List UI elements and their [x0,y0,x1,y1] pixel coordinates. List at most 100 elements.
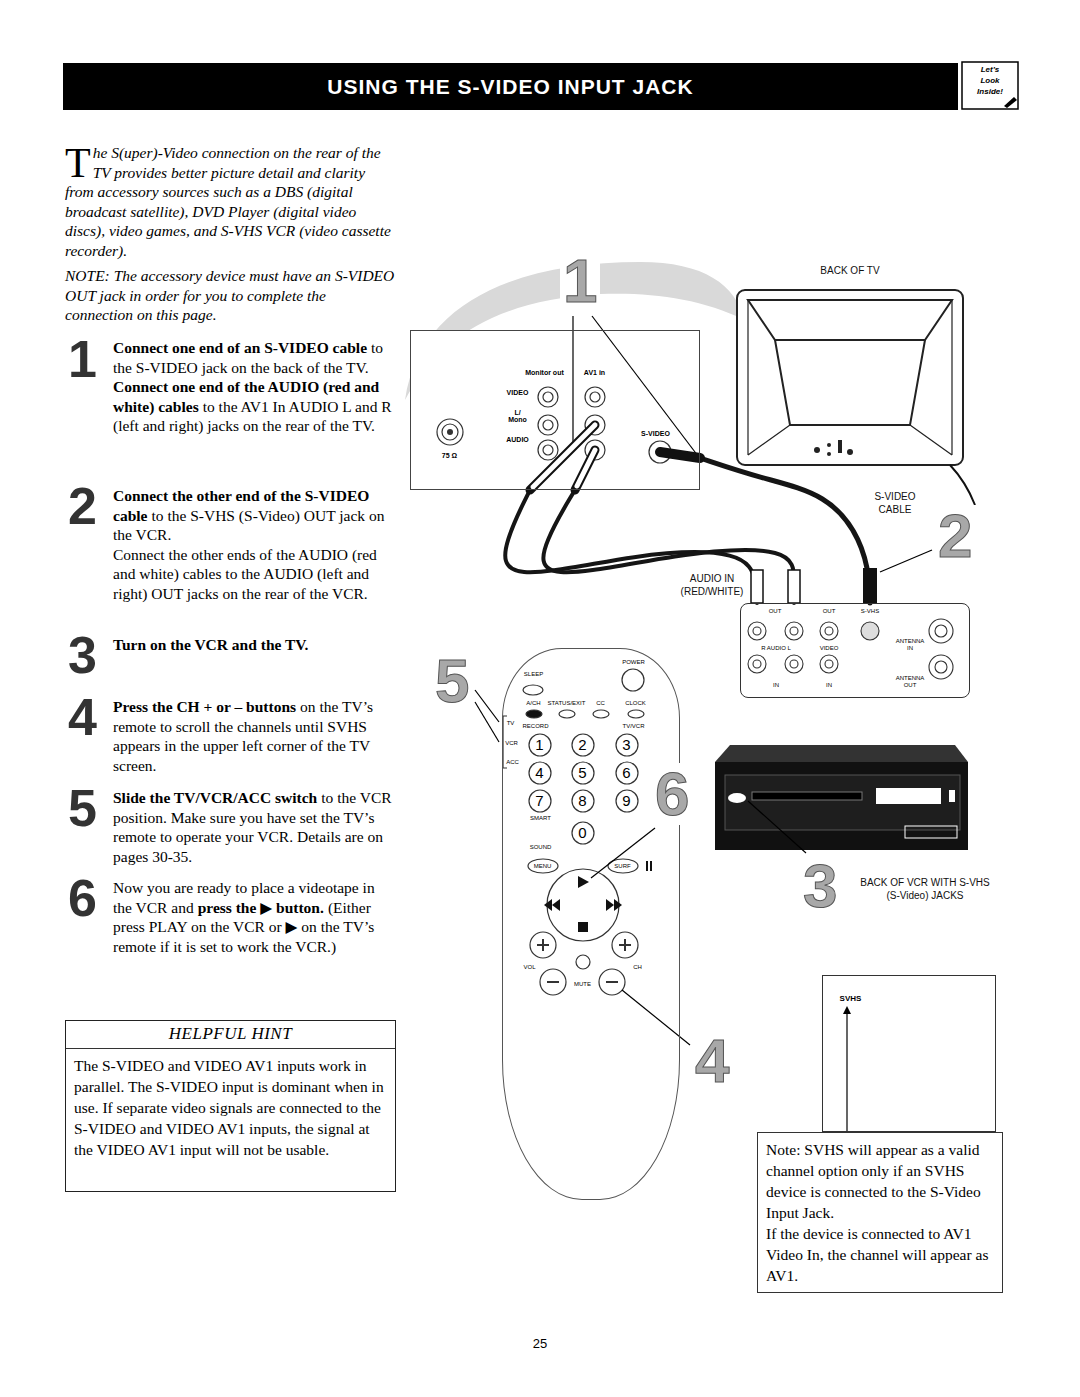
antenna-jack [935,625,947,637]
node-text: AV1 in [584,369,605,377]
coax-pin [447,429,453,435]
node-text: 7 [535,792,543,809]
vcr-top [715,745,968,762]
node-text: S-VHS [861,608,879,615]
rca-jack [790,660,798,668]
power-cord [950,465,975,505]
node-text: 8 [578,792,586,809]
node-text: 6 [622,764,630,781]
intro-text: The S(uper)-Video connection on the rear… [65,144,391,259]
text-block: Connect the other end of the S-VIDEO cab… [113,486,396,603]
step-text: Turn on the VCR and the TV. [113,636,308,653]
audio-plug [530,425,595,490]
tv-cabinet [737,290,963,465]
node-text: If the device is connected to AV1 Video … [766,1223,994,1286]
step-text: Slide the TV/VCR/ACC switch [113,789,317,806]
text-block: Now you are ready to place a videotape i… [113,878,396,956]
panel-ground [410,330,700,490]
remote-buttons [503,669,644,995]
rca-jack [538,387,558,407]
vcr-button [728,793,746,803]
callout-number: 3 [800,855,840,917]
node-text: S-VIDEO [641,430,670,438]
svhs-plug [863,568,877,603]
leader-line [880,550,932,572]
node-text: TV/VCR [622,722,644,729]
digit-button [529,734,551,756]
paragraph: Connect the other ends of the AUDIO (red… [113,545,396,604]
rewind-icon [544,899,552,911]
rca-jack [585,387,605,407]
leader-line [846,1012,847,1131]
rca-jack [753,660,761,668]
paragraph: Connect the other end of the S-VIDEO cab… [113,486,396,545]
paragraph: Now you are ready to place a videotape i… [113,878,396,956]
rca-jack [543,445,553,455]
rca-jack [543,392,553,402]
tv-back-drawing [737,290,963,465]
step-number: 1 [68,333,97,385]
power-button [622,669,644,691]
node-text: SLEEP [524,670,543,677]
text-block: Connect one end of an S-VIDEO cableto th… [113,338,396,436]
paragraph: NOTE: The accessory device must have an … [65,266,395,325]
icon-text: Let’s [981,66,1000,74]
vcr-display [876,788,941,804]
node-text: SURF [614,862,630,869]
cable-caption: AUDIO IN (RED/WHITE) [670,572,754,598]
vcr-face [725,775,960,830]
step-number: 4 [68,691,97,743]
node-text: SMART [530,814,551,821]
vcr-jack-panel: OUTOUTS-VHSR AUDIO LVIDEOANTENNA INININA… [740,603,970,698]
text-block: Turn on the VCR and the TV. [113,635,396,655]
rca-jack [590,392,600,402]
rca-jack [538,415,558,435]
audio-plug [575,450,595,490]
rca-jack [748,655,766,673]
node-text: OUT [823,608,836,615]
step-number: 5 [68,782,97,834]
step-text: to the S-VHS (S-Video) OUT jack on the V… [113,507,384,544]
rca-jack [790,627,798,635]
node-text: OUT [769,608,782,615]
node-text: VOL [523,963,535,970]
tv-cabinet-line [748,300,952,340]
audio-plug [788,570,800,603]
arrowhead [843,1006,851,1014]
note-box: Note: SVHS will appear as a valid channe… [757,1132,1003,1293]
paragraph: The S(uper)-Video connection on the rear… [65,143,395,260]
leader-line [475,690,499,722]
node-text: 0 [578,824,586,841]
plus-minus-signs [537,939,631,982]
step-number: 3 [68,629,97,681]
node-text: 75 Ω [442,452,457,460]
antenna-jack [929,655,953,679]
ff-icon [614,899,622,911]
leader-line [475,702,499,742]
node-text: ANTENNA IN [895,638,925,651]
rca-jack [820,622,838,640]
step-number: 6 [68,872,97,924]
button [523,685,543,695]
leader-line [572,316,573,442]
node-text: CC [596,699,605,706]
step-text: press the ▶ button. [198,899,324,916]
node-text: ANTENNA OUT [895,675,925,688]
node-text: CH [633,963,642,970]
remote-icons [544,861,652,932]
node-text: HELPFUL HINT [66,1021,395,1049]
rca-jack [748,622,766,640]
button [528,859,558,873]
tv-jack [847,449,853,455]
icon-text: Look [980,77,999,85]
node-text: SOUND [530,843,552,850]
tv-cabinet-line [775,340,925,425]
button [526,710,542,718]
node-text: IN [826,682,832,689]
node-text: STATUS/EXIT [548,699,586,706]
digit-button [616,734,638,756]
nav-ring [547,869,619,941]
rca-jack [820,655,838,673]
digit-button [529,790,551,812]
